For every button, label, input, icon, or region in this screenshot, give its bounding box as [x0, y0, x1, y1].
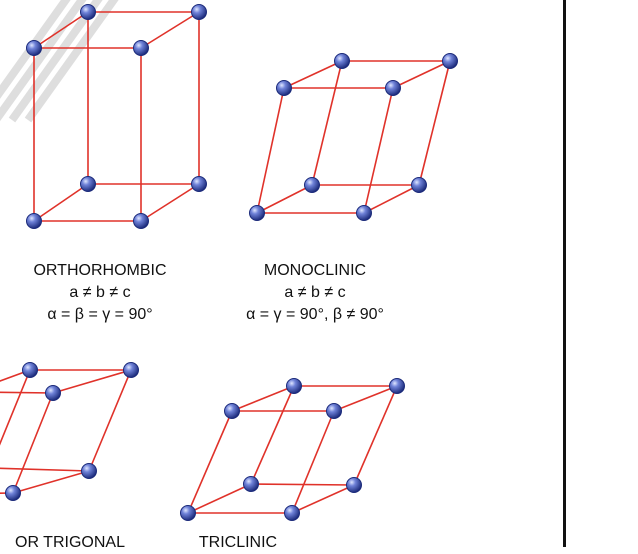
triclinic-edge [291, 484, 355, 514]
triclinic-edge [231, 385, 295, 412]
monoclinic-edge [256, 184, 313, 214]
monoclinic-atom [411, 177, 427, 193]
monoclinic-edge [392, 60, 451, 89]
orthorhombic-edge [33, 11, 89, 49]
orthorhombic-atom [191, 4, 207, 20]
orthorhombic-atom [133, 213, 149, 229]
triclinic-edge [291, 410, 335, 514]
rhombohedral-label: OR TRIGONAL [0, 532, 140, 554]
triclinic-edge [353, 385, 398, 486]
monoclinic-name: MONOCLINIC [263, 262, 367, 279]
triclinic-atom [326, 403, 342, 419]
monoclinic-edge [283, 60, 343, 89]
triclinic-edge [187, 483, 252, 514]
triclinic-atom [243, 476, 259, 492]
orthorhombic-name: ORTHORHOMBIC [33, 262, 167, 279]
rhombohedral-atom [5, 485, 21, 501]
monoclinic-edge [363, 87, 394, 214]
triclinic-edge [250, 385, 295, 485]
monoclinic-axes: a ≠ b ≠ c [284, 284, 346, 301]
orthorhombic-edge [140, 11, 200, 49]
monoclinic-angles: α = γ = 90°, β ≠ 90° [246, 306, 384, 323]
triclinic-edge [250, 483, 355, 486]
triclinic-label: TRICLINIC [178, 532, 298, 554]
triclinic-atom [389, 378, 405, 394]
triclinic-unit-cell [180, 378, 405, 521]
triclinic-atom [346, 477, 362, 493]
orthorhombic-atom [80, 176, 96, 192]
monoclinic-edge [311, 60, 343, 186]
orthorhombic-unit-cell [26, 4, 207, 229]
rhombohedral-atom [45, 385, 61, 401]
rhombohedral-edge [0, 369, 31, 446]
monoclinic-atom [334, 53, 350, 69]
orthorhombic-atom [26, 40, 42, 56]
monoclinic-atom [385, 80, 401, 96]
monoclinic-atom [276, 80, 292, 96]
orthorhombic-atom [191, 176, 207, 192]
orthorhombic-atom [26, 213, 42, 229]
watermark-stripes [0, 0, 119, 123]
monoclinic-atom [304, 177, 320, 193]
triclinic-atom [224, 403, 240, 419]
orthorhombic-axes: a ≠ b ≠ c [69, 284, 131, 301]
triclinic-edge [333, 385, 398, 412]
rhombohedral-atom [81, 463, 97, 479]
orthorhombic-atom [133, 40, 149, 56]
watermark-stripe [24, 0, 119, 123]
rhombohedral-edge [0, 391, 54, 394]
triclinic-name: TRICLINIC [198, 534, 278, 551]
monoclinic-atom [356, 205, 372, 221]
monoclinic-unit-cell [249, 53, 458, 221]
triclinic-edge [187, 410, 233, 514]
orthorhombic-label: ORTHORHOMBIC a ≠ b ≠ c α = β = γ = 90° [20, 260, 180, 326]
monoclinic-atom [442, 53, 458, 69]
rhombohedral-atom [123, 362, 139, 378]
rhombohedral-edge [12, 470, 90, 494]
right-panel [563, 0, 638, 547]
orthorhombic-angles: α = β = γ = 90° [47, 306, 153, 323]
rhombohedral-edge [0, 492, 14, 494]
monoclinic-edge [418, 60, 451, 186]
rhombohedral-edge [52, 369, 132, 394]
monoclinic-atom [249, 205, 265, 221]
crystal-lattice-diagram [0, 0, 458, 521]
rhombohedral-edge [0, 369, 31, 382]
rhombohedral-atom [22, 362, 38, 378]
rhombohedral-edge [88, 369, 132, 472]
monoclinic-label: MONOCLINIC a ≠ b ≠ c α = γ = 90°, β ≠ 90… [215, 260, 415, 326]
monoclinic-edge [363, 184, 420, 214]
orthorhombic-edge [33, 183, 89, 222]
rhombohedral-unit-cell [0, 362, 139, 501]
rhombohedral-edge [12, 392, 54, 494]
triclinic-atom [284, 505, 300, 521]
triclinic-atom [286, 378, 302, 394]
orthorhombic-atom [80, 4, 96, 20]
watermark-stripe [8, 0, 103, 123]
rhombohedral-name: OR TRIGONAL [15, 534, 125, 551]
orthorhombic-edge [140, 183, 200, 222]
rhombohedral-edge [0, 467, 90, 472]
monoclinic-edge [256, 87, 285, 214]
triclinic-atom [180, 505, 196, 521]
watermark-stripe [0, 0, 87, 122]
